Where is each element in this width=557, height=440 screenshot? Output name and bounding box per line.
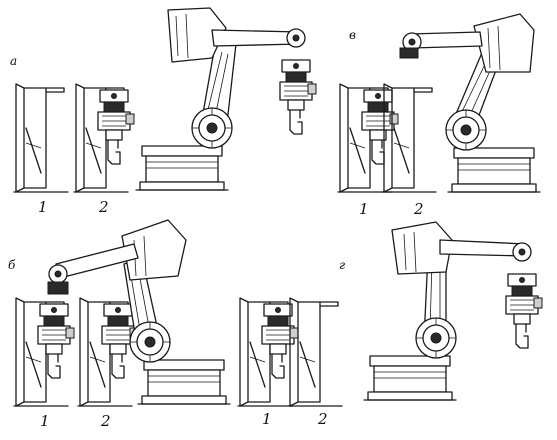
robot-gripper-tool (505, 273, 543, 349)
robot-gripper-tool (279, 59, 317, 135)
stand-label-2: 2 (99, 198, 109, 216)
panel-b (14, 219, 231, 406)
stand-label-1: 1 (262, 410, 272, 428)
tool-stand-1 (13, 83, 69, 193)
panel-g (238, 221, 543, 407)
stand-label-2: 2 (318, 410, 328, 428)
panel-letter-a: а (10, 54, 18, 68)
stand-label-2: 2 (414, 200, 424, 218)
robot-base (135, 145, 229, 191)
robot-base (363, 355, 457, 401)
robot-shoulder-joint (191, 107, 233, 149)
robot-wrist-joint (512, 242, 532, 262)
panel-letter-v: в (349, 28, 356, 42)
stand-label-1: 1 (38, 198, 48, 216)
tool-stand-2 (287, 297, 343, 407)
tool-stand-1-with-tool (338, 84, 398, 192)
robot-base (447, 147, 541, 193)
panel-letter-g: г (339, 258, 346, 272)
tool-stand-1-with-tool (14, 298, 74, 406)
panel-a (13, 7, 317, 193)
robot-upper-housing (121, 219, 187, 281)
robot-flange (47, 281, 69, 295)
stand-label-1: 1 (359, 200, 369, 218)
tool-stand-1-with-tool (238, 298, 298, 406)
robot-shoulder-joint (415, 317, 457, 359)
stand-label-1: 1 (40, 412, 50, 430)
robot-wrist-joint (286, 28, 306, 48)
tool-stand-2-with-tool (74, 84, 134, 192)
robot-shoulder-joint (445, 109, 487, 151)
robot-shoulder-joint (129, 321, 171, 363)
robot-base (137, 359, 231, 405)
robot-flange (399, 47, 419, 59)
panel-letter-b: б (8, 258, 16, 272)
stand-label-2: 2 (101, 412, 111, 430)
robot-upper-housing (391, 221, 453, 275)
robot-upper-housing (473, 13, 535, 73)
panel-v (338, 13, 541, 193)
tool-stand-2-with-tool (78, 298, 138, 406)
robot-wrist-joint (48, 264, 68, 284)
